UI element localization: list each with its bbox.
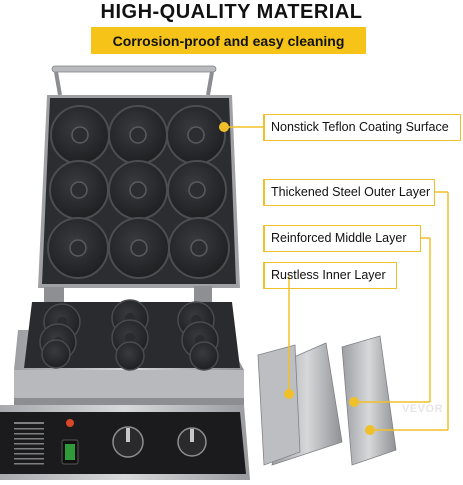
donut-cavity-icon: [168, 217, 230, 279]
rustless-inner-layer-sheet: [341, 335, 397, 466]
callout-rustless-inner-layer: Rustless Inner Layer: [263, 262, 397, 289]
control-panel: [0, 405, 250, 480]
subheadline-text: Corrosion-proof and easy cleaning: [112, 32, 345, 49]
donut-cavity-icon: [49, 160, 109, 220]
donut-cavity-icon: [108, 105, 168, 165]
temperature-knob-icon: [112, 426, 144, 458]
donut-cavity-icon: [167, 160, 227, 220]
callout-nonstick-coating: Nonstick Teflon Coating Surface: [263, 114, 461, 141]
indicator-light-icon: [66, 419, 74, 427]
brand-logo: VEVOR: [402, 403, 444, 415]
timer-knob-icon: [177, 427, 207, 457]
callout-steel-outer-layer: Thickened Steel Outer Layer: [263, 179, 435, 206]
donut-cavity-icon: [108, 160, 168, 220]
callout-lines: [224, 126, 449, 431]
lower-baking-plate: [24, 299, 240, 371]
lid-handle[interactable]: [51, 65, 217, 96]
donut-cavity-icon: [50, 105, 110, 165]
upper-donut-cavities: [47, 105, 230, 279]
power-switch-icon: [61, 439, 79, 465]
donut-cavity-icon: [47, 217, 109, 279]
reinforced-middle-layer-sheet: [257, 344, 301, 466]
callout-dots: [219, 122, 375, 435]
subheadline-banner: Corrosion-proof and easy cleaning: [91, 27, 366, 54]
headline: HIGH-QUALITY MATERIAL: [100, 1, 363, 23]
donut-cavity-icon: [166, 105, 226, 165]
callout-reinforced-middle-layer: Reinforced Middle Layer: [263, 225, 421, 252]
donut-cavity-icon: [108, 217, 170, 279]
